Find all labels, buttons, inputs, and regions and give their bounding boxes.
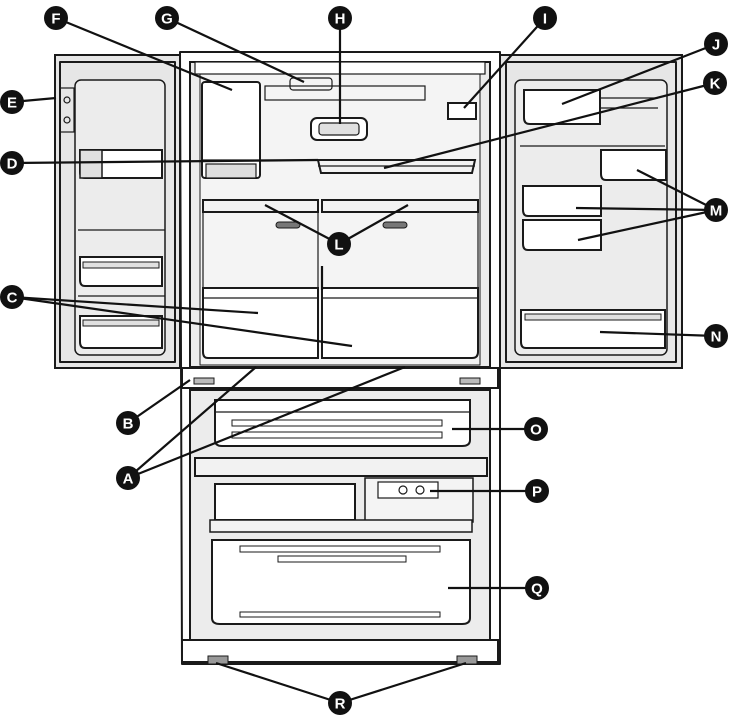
right-door (500, 55, 682, 368)
callout-c: C (0, 285, 24, 309)
callout-label: B (123, 416, 134, 433)
callout-n: N (704, 324, 728, 348)
door-bin (521, 310, 665, 348)
freezer-basket (212, 540, 470, 624)
callout-label: N (711, 329, 722, 346)
door-bin (80, 316, 162, 348)
door-bin (523, 186, 601, 216)
door-bin (80, 150, 162, 178)
callout-p: P (525, 479, 549, 503)
left-door (55, 55, 180, 368)
callout-j: J (704, 32, 728, 56)
callout-label: M (710, 203, 723, 220)
callout-l: L (327, 232, 351, 256)
callout-h: H (328, 6, 352, 30)
callout-label: C (7, 290, 18, 307)
callout-label: L (334, 237, 343, 254)
callout-i: I (533, 6, 557, 30)
door-bin (601, 150, 666, 180)
freezer-tray (215, 400, 470, 446)
callout-b: B (116, 411, 140, 435)
crisper-drawers (203, 288, 478, 358)
callout-label: A (123, 471, 134, 488)
callout-label: K (710, 76, 721, 93)
callout-label: H (335, 11, 346, 28)
leveling-foot (457, 656, 477, 664)
callout-f: F (44, 6, 68, 30)
callout-label: J (712, 37, 720, 54)
callout-label: Q (531, 581, 543, 598)
callout-k: K (703, 71, 727, 95)
callout-r: R (328, 691, 352, 715)
callout-label: P (532, 484, 542, 501)
callout-label: G (161, 11, 173, 28)
callout-a: A (116, 466, 140, 490)
callout-d: D (0, 151, 24, 175)
callout-g: G (155, 6, 179, 30)
callout-label: R (335, 696, 346, 713)
callout-label: D (7, 156, 18, 173)
cabinet (180, 52, 500, 664)
callout-m: M (704, 198, 728, 222)
callout-label: I (543, 11, 547, 28)
callout-label: F (51, 11, 60, 28)
door-bin (523, 220, 601, 250)
callout-label: E (7, 95, 17, 112)
callout-q: Q (525, 576, 549, 600)
door-bin (80, 257, 162, 286)
callout-o: O (524, 417, 548, 441)
callout-label: O (530, 422, 542, 439)
temperature-sensor (448, 103, 476, 119)
callout-e: E (0, 90, 24, 114)
ice-maker (215, 478, 473, 522)
